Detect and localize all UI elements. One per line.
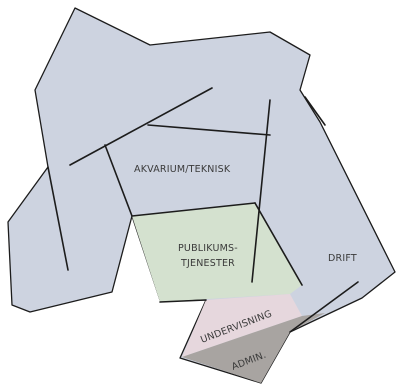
label-publikumstjenester-line2: TJENESTER <box>180 258 235 269</box>
zone-publikumstjenester <box>132 203 302 302</box>
label-drift: DRIFT <box>328 253 357 264</box>
zone-undervisning <box>182 294 302 357</box>
zone-admin <box>182 313 325 383</box>
label-publikumstjenester-line1: PUBLIKUMS- <box>178 243 238 254</box>
interior-walls <box>47 87 359 333</box>
label-akvarium-teknisk: AKVARIUM/TEKNISK <box>134 164 231 175</box>
building-outline <box>7 7 396 384</box>
